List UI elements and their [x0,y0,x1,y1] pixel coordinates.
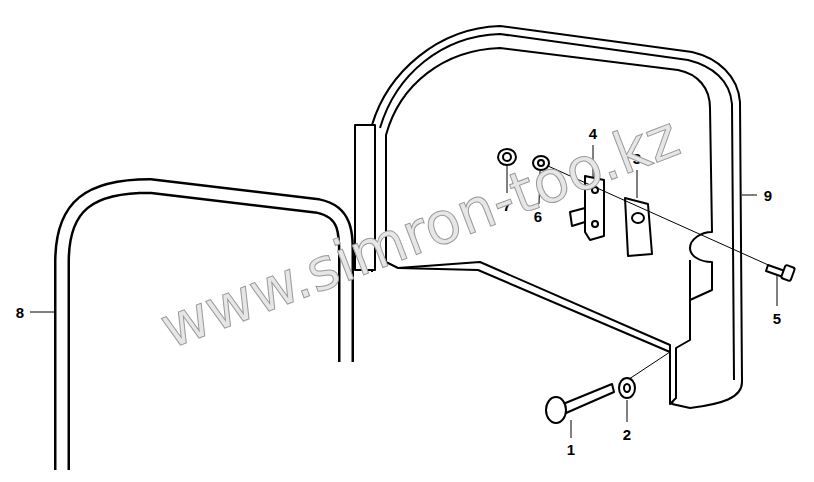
bracket-clip [570,208,585,226]
guard-tab [689,260,691,300]
callout-number: 8 [16,305,24,320]
leader-line [742,195,757,196]
callout-number: 5 [773,311,781,326]
leader-line [777,275,778,306]
leader-line [30,312,54,313]
bracket-hole [592,221,598,227]
guard-edge [398,268,670,352]
leader-line [627,400,628,422]
leader-line [571,420,572,438]
nut-hole [503,153,511,161]
block-hole [632,213,644,223]
washer-hole [624,384,630,392]
washer [619,378,635,398]
bolt-shank [563,384,614,413]
callout-number: 9 [764,188,772,203]
bolt-head [546,397,566,423]
callout-number: 1 [567,442,575,457]
bolt-head [781,265,795,282]
nut [498,149,516,165]
callout-number: 2 [623,427,631,442]
